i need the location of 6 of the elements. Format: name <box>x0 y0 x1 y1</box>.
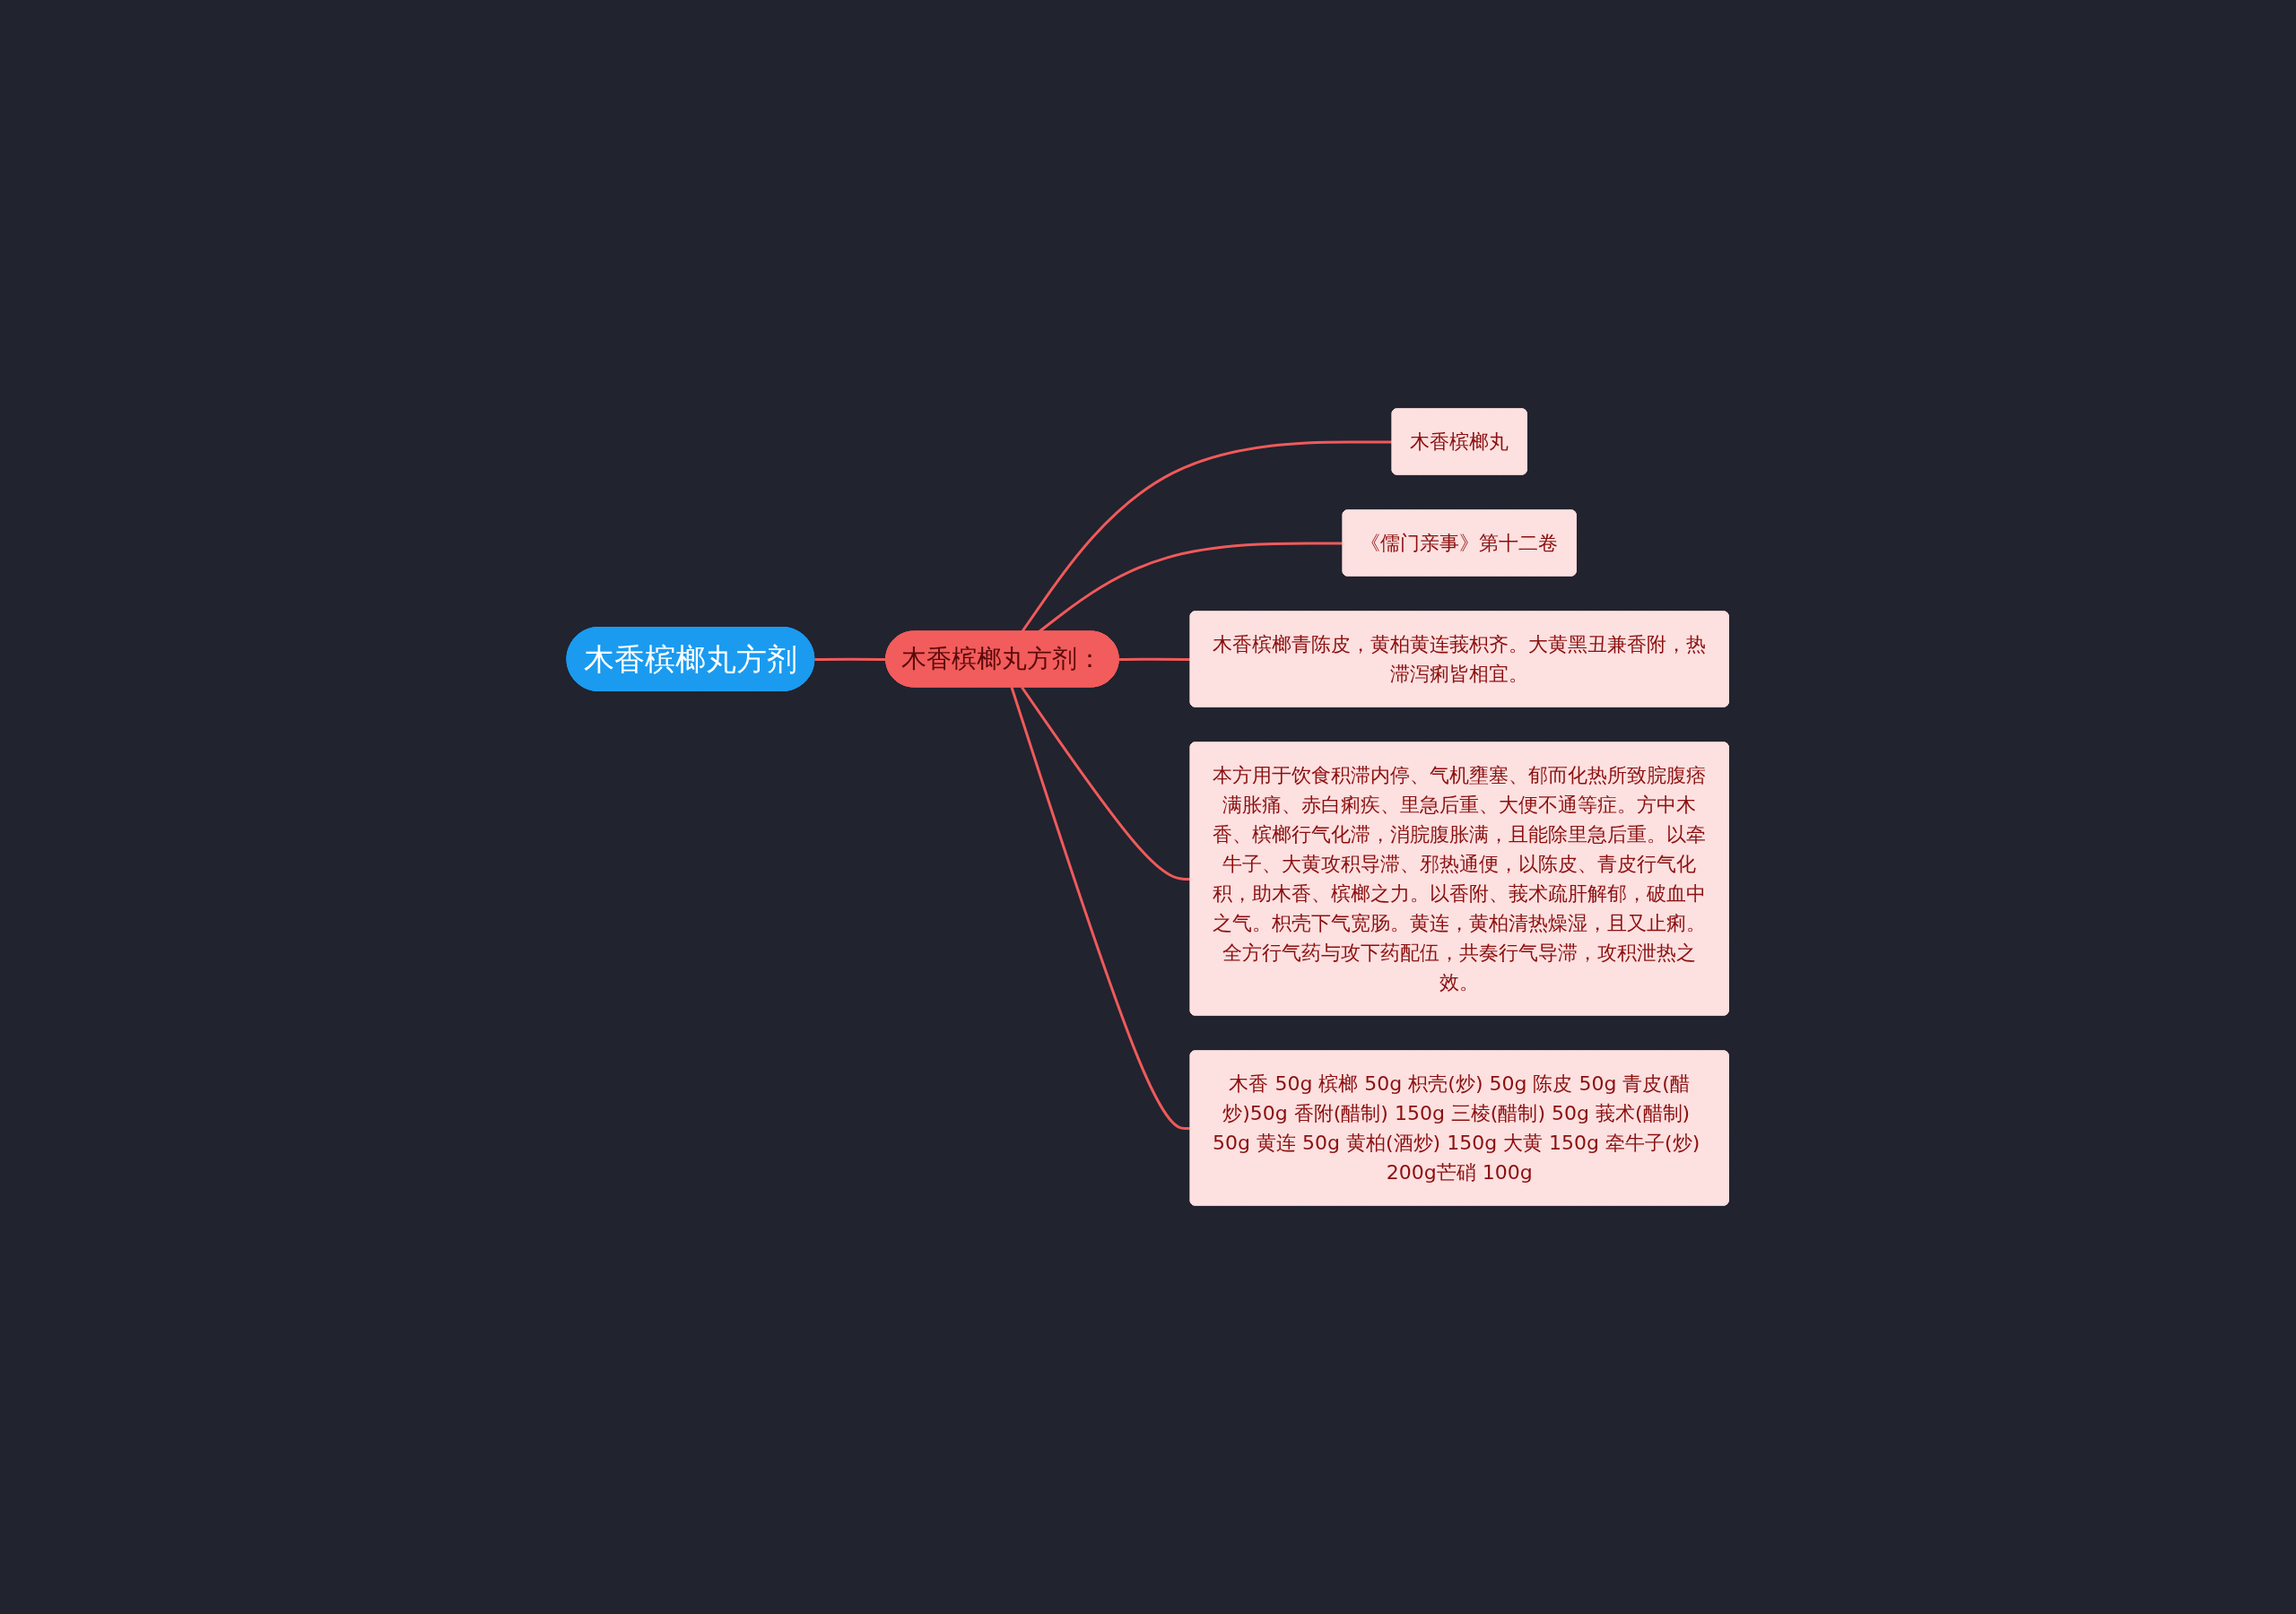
connector <box>1021 686 1192 881</box>
connector <box>1021 440 1394 633</box>
connector <box>1119 657 1192 661</box>
connector <box>1039 542 1344 633</box>
connector <box>814 657 887 661</box>
connector <box>1011 687 1192 1130</box>
